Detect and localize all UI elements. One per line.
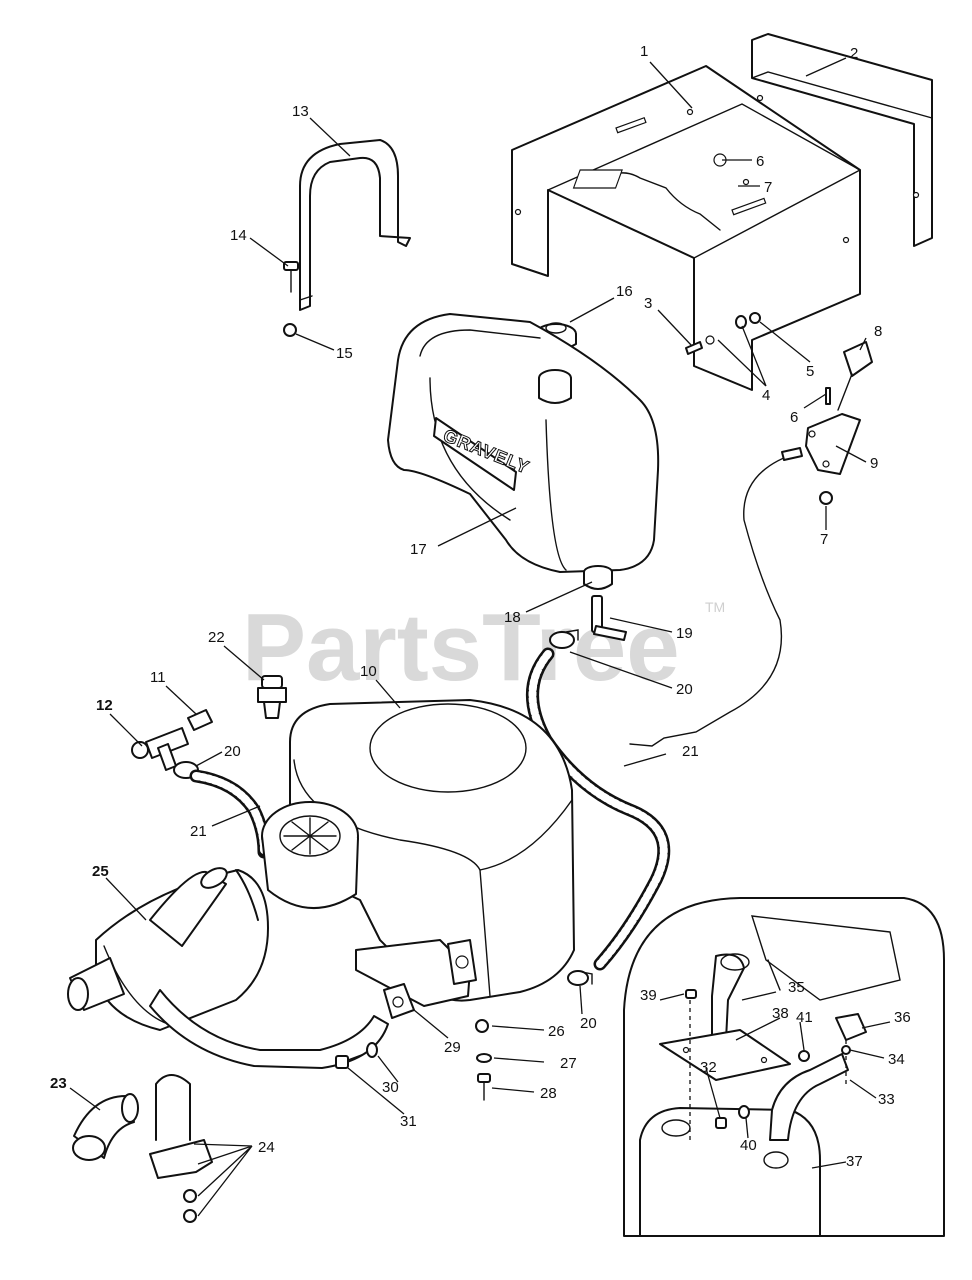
callout-6b: 6 <box>790 409 798 426</box>
callout-labels: 1 2 3 4 5 6 6 7 7 8 9 10 11 12 13 14 15 … <box>50 43 911 1170</box>
part-screw-3 <box>685 341 703 355</box>
callout-40: 40 <box>740 1137 757 1154</box>
callout-20-lower: 20 <box>580 1015 597 1032</box>
callout-24: 24 <box>258 1139 275 1156</box>
callout-16: 16 <box>616 283 633 300</box>
part-nut-15 <box>283 323 297 337</box>
callout-33: 33 <box>878 1091 895 1108</box>
part-hose-clamp-20-upper <box>549 629 579 649</box>
callout-8: 8 <box>874 323 882 340</box>
part-washer-4 <box>735 315 747 329</box>
callout-7a: 7 <box>764 179 772 196</box>
inset-alternate-muffler <box>623 897 945 1237</box>
callout-39: 39 <box>640 987 657 1004</box>
callout-6a: 6 <box>756 153 764 170</box>
part-air-cleaner <box>261 801 359 910</box>
part-fitting-11 <box>187 709 213 731</box>
part-shutoff-valve-19 <box>591 595 627 641</box>
part-exhaust-elbow-23 <box>72 1093 139 1161</box>
callout-4: 4 <box>762 387 770 404</box>
callout-20-left: 20 <box>224 743 241 760</box>
watermark: PartsTree <box>242 594 680 701</box>
callout-23: 23 <box>50 1075 67 1092</box>
callout-35: 35 <box>788 979 805 996</box>
part-nut-7 <box>819 491 833 505</box>
part-throttle-cable <box>629 451 801 747</box>
callout-19: 19 <box>676 625 693 642</box>
part-bushing-18 <box>583 565 613 590</box>
part-nut-5 <box>749 312 761 324</box>
part-washer-27 <box>476 1053 492 1063</box>
part-fuel-hose-21-right <box>526 647 671 971</box>
callout-36: 36 <box>894 1009 911 1026</box>
part-clamp-24 <box>149 1074 213 1223</box>
part-throttle-lever-9 <box>781 413 861 475</box>
callout-41: 41 <box>796 1009 813 1026</box>
part-bolt-14 <box>283 261 299 293</box>
callout-34: 34 <box>888 1051 905 1068</box>
callout-37: 37 <box>846 1153 863 1170</box>
callout-2: 2 <box>850 45 858 62</box>
callout-28: 28 <box>540 1085 557 1102</box>
callout-5: 5 <box>806 363 814 380</box>
part-back-plate <box>751 33 933 247</box>
part-tank-strap <box>299 139 411 311</box>
part-fuel-hose-21-left <box>189 769 271 859</box>
part-screw-6 <box>825 387 831 405</box>
callout-12: 12 <box>96 697 113 714</box>
callout-22: 22 <box>208 629 225 646</box>
part-engine <box>289 699 575 1007</box>
callout-14: 14 <box>230 227 247 244</box>
callout-27: 27 <box>560 1055 577 1072</box>
part-fitting-12 <box>131 727 189 771</box>
part-mounting-bracket <box>511 65 861 391</box>
callout-25: 25 <box>92 863 109 880</box>
watermark-trademark: TM <box>705 599 725 615</box>
part-sensor-22 <box>257 675 287 719</box>
part-washer-30 <box>366 1042 378 1058</box>
part-nut-26 <box>475 1019 489 1033</box>
part-stud-28 <box>477 1073 491 1101</box>
part-muffler <box>67 867 389 1069</box>
callout-13: 13 <box>292 103 309 120</box>
callout-15: 15 <box>336 345 353 362</box>
callout-3: 3 <box>644 295 652 312</box>
callout-38: 38 <box>772 1005 789 1022</box>
callout-9: 9 <box>870 455 878 472</box>
callout-20-upper: 20 <box>676 681 693 698</box>
callout-31: 31 <box>400 1113 417 1130</box>
callout-32: 32 <box>700 1059 717 1076</box>
leader-lines <box>69 57 891 1217</box>
part-knob-8 <box>843 341 873 377</box>
part-hose-clamp-20-lower <box>567 970 593 986</box>
callout-1: 1 <box>640 43 648 60</box>
callout-17: 17 <box>410 541 427 558</box>
callout-7b: 7 <box>820 531 828 548</box>
part-fuel-tank: GRAVELY <box>387 313 660 573</box>
callout-21-left: 21 <box>190 823 207 840</box>
callout-26: 26 <box>548 1023 565 1040</box>
part-bolt-31 <box>335 1053 365 1069</box>
callout-11: 11 <box>150 669 166 686</box>
callout-29: 29 <box>444 1039 461 1056</box>
callout-30: 30 <box>382 1079 399 1096</box>
callout-18: 18 <box>504 609 521 626</box>
callout-21-right: 21 <box>682 743 699 760</box>
callout-10: 10 <box>360 663 377 680</box>
